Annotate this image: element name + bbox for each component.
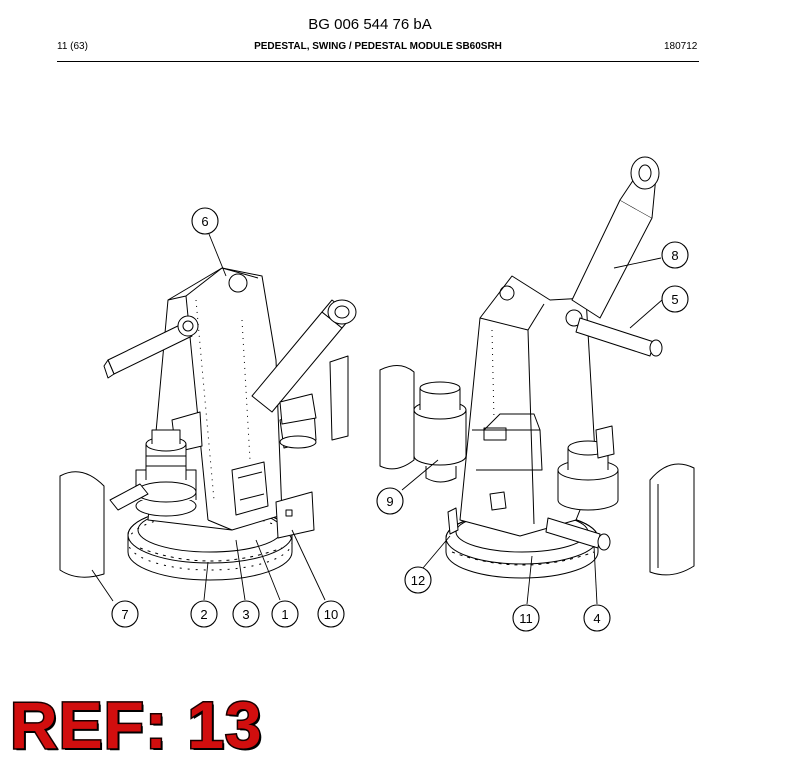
svg-text:10: 10 xyxy=(324,607,338,622)
ref-stamp: REF: 13 xyxy=(9,688,264,762)
right-assembly xyxy=(379,156,695,579)
svg-text:4: 4 xyxy=(593,611,600,626)
callout-balloons: 6 7 2 3 1 10 8 xyxy=(111,207,689,632)
svg-text:12: 12 xyxy=(411,573,425,588)
callout-4: 4 xyxy=(583,604,611,632)
callout-7: 7 xyxy=(111,600,139,628)
svg-text:2: 2 xyxy=(200,607,207,622)
svg-text:9: 9 xyxy=(386,494,393,509)
callout-2: 2 xyxy=(190,600,218,628)
date-code: 180712 xyxy=(664,41,698,52)
callout-1: 1 xyxy=(271,600,299,628)
left-valve-plate xyxy=(275,491,315,539)
page-title: PEDESTAL, SWING / PEDESTAL MODULE SB60SR… xyxy=(254,41,502,52)
callout-6: 6 xyxy=(191,207,219,235)
right-swing-motor xyxy=(557,425,619,511)
document-number: BG 006 544 76 bA xyxy=(308,16,432,33)
svg-text:3: 3 xyxy=(242,607,249,622)
svg-text:1: 1 xyxy=(281,607,288,622)
left-tilt-cylinder xyxy=(251,299,357,441)
left-swing-cylinder xyxy=(103,315,199,379)
svg-text:7: 7 xyxy=(121,607,128,622)
page-counter: 11 (63) xyxy=(57,41,88,52)
callout-11: 11 xyxy=(512,604,540,632)
callout-12: 12 xyxy=(404,566,432,594)
right-rear-motor xyxy=(379,365,467,483)
left-assembly xyxy=(59,267,357,581)
svg-text:11: 11 xyxy=(519,611,533,626)
callout-5: 5 xyxy=(661,285,689,313)
right-cover xyxy=(649,463,695,576)
callout-3: 3 xyxy=(232,600,260,628)
header-rule xyxy=(57,61,699,62)
left-swing-motor xyxy=(135,429,197,517)
right-hose-fitting xyxy=(545,517,611,551)
left-rear-motor xyxy=(279,393,317,449)
svg-text:6: 6 xyxy=(201,214,208,229)
callout-9: 9 xyxy=(376,487,404,515)
callout-8: 8 xyxy=(661,241,689,269)
callout-10: 10 xyxy=(317,600,345,628)
svg-text:5: 5 xyxy=(671,292,678,307)
right-luffing-cylinder xyxy=(571,156,663,357)
svg-text:8: 8 xyxy=(671,248,678,263)
leader-lines xyxy=(91,233,663,605)
left-cover xyxy=(59,471,105,578)
